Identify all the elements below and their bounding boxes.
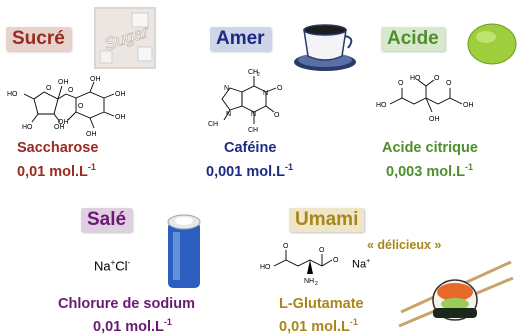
glutamate-conc-value: 0,01 mol.L <box>279 318 350 335</box>
svg-text:NH: NH <box>304 278 314 285</box>
svg-text:OH: OH <box>429 116 440 123</box>
cafeine-concentration: 0,001 mol.L-1 <box>206 162 293 180</box>
glutamate-conc-exp: -1 <box>349 317 358 327</box>
svg-text:HO: HO <box>376 102 387 109</box>
svg-text:2: 2 <box>257 72 260 78</box>
svg-text:O: O <box>68 87 74 94</box>
sucre-badge: Sucré <box>6 27 71 51</box>
svg-text:O: O <box>434 75 440 82</box>
svg-text:OH: OH <box>115 91 126 98</box>
nacl-na: Na <box>94 258 111 274</box>
amer-badge: Amer <box>210 27 271 51</box>
glutamate-na-plus: + <box>366 258 371 265</box>
saccharose-concentration: 0,01 mol.L-1 <box>17 162 96 180</box>
svg-text:OH: OH <box>115 114 126 121</box>
lime-image <box>467 23 517 65</box>
svg-text:OH: OH <box>90 76 101 83</box>
saccharose-structure: O HO HO OH OH O O OH OH OH OH OH <box>7 76 126 138</box>
cafeine-structure: CH2 O N O N CH N N CH <box>208 69 283 134</box>
cafeine-label: Caféine <box>224 140 277 156</box>
salt-shaker-image <box>167 214 201 288</box>
svg-text:O: O <box>319 247 325 254</box>
svg-text:CH: CH <box>208 121 218 128</box>
svg-text:HO: HO <box>260 264 271 271</box>
chlorure-conc-exp: -1 <box>163 317 172 327</box>
chlorure-conc-value: 0,01 mol.L <box>93 318 164 335</box>
glutamate-na: Na+ <box>352 258 370 271</box>
svg-text:OH: OH <box>58 119 69 126</box>
saccharose-label: Saccharose <box>17 140 99 156</box>
svg-text:OH: OH <box>86 131 97 138</box>
svg-text:CH: CH <box>248 127 258 134</box>
sugar-image: Sugar <box>94 7 156 69</box>
svg-text:OH: OH <box>463 102 474 109</box>
delicieux-label: « délicieux » <box>367 238 442 252</box>
coffee-cup-image <box>294 24 356 71</box>
nacl-cl: Cl <box>115 258 128 274</box>
sale-badge: Salé <box>81 208 133 232</box>
svg-text:CH: CH <box>248 69 258 76</box>
glutamate-na-symbol: Na <box>352 258 367 271</box>
acide-citrique-conc-exp: -1 <box>464 162 473 172</box>
cafeine-conc-exp: -1 <box>284 162 293 172</box>
glutamate-concentration: 0,01 mol.L-1 <box>279 317 358 335</box>
acide-badge: Acide <box>381 27 445 51</box>
svg-text:HO: HO <box>7 91 18 98</box>
nacl-formula: Na+Cl- <box>94 258 130 273</box>
acide-citrique-conc-value: 0,003 mol.L <box>386 163 465 180</box>
svg-text:HO: HO <box>22 124 33 131</box>
svg-text:N: N <box>226 111 231 118</box>
svg-text:N: N <box>224 85 229 92</box>
glutamate-label: L-Glutamate <box>279 296 364 312</box>
chlorure-concentration: 0,01 mol.L-1 <box>93 317 172 335</box>
sushi-image <box>398 260 514 328</box>
svg-text:O: O <box>78 103 84 110</box>
nacl-minus: - <box>127 258 131 267</box>
acide-citrique-structure: HO O HO O O OH OH <box>376 75 474 123</box>
saccharose-conc-exp: -1 <box>87 162 96 172</box>
nacl-plus: + <box>110 258 116 267</box>
cafeine-conc-value: 0,001 mol.L <box>206 163 285 180</box>
svg-text:O: O <box>277 85 283 92</box>
svg-text:O: O <box>274 112 280 119</box>
svg-text:O: O <box>446 80 452 87</box>
chlorure-label: Chlorure de sodium <box>58 296 195 312</box>
umami-badge: Umami <box>289 208 365 232</box>
svg-text:O: O <box>333 257 339 264</box>
svg-text:N: N <box>263 90 268 97</box>
svg-text:OH: OH <box>54 124 65 131</box>
svg-text:O: O <box>46 85 52 92</box>
svg-text:O: O <box>283 243 289 250</box>
svg-text:N: N <box>251 111 256 118</box>
svg-text:O: O <box>398 80 404 87</box>
saccharose-conc-value: 0,01 mol.L <box>17 163 88 180</box>
acide-citrique-label: Acide citrique <box>382 140 478 156</box>
svg-text:2: 2 <box>315 281 318 287</box>
svg-text:OH: OH <box>58 79 69 86</box>
acide-citrique-concentration: 0,003 mol.L-1 <box>386 162 473 180</box>
svg-text:HO: HO <box>410 75 421 82</box>
